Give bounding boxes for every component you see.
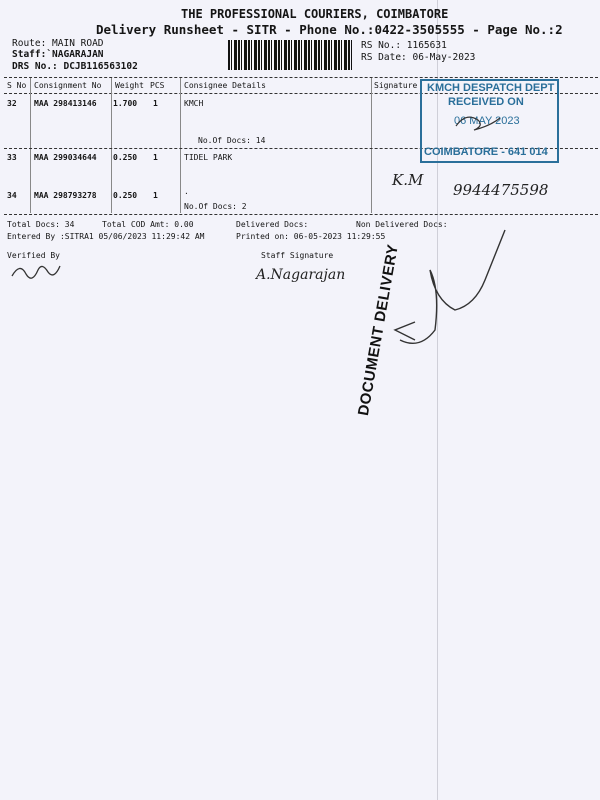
received-stamp: KMCH DESPATCH DEPT RECEIVED ON 06 MAY 20… — [420, 79, 559, 163]
row-pcs: 1 — [153, 191, 158, 200]
col-pcs: PCS — [150, 81, 165, 90]
row-consignment: MAA 299034644 — [34, 153, 97, 162]
row-consignee: TIDEL PARK — [184, 153, 233, 162]
staff-signature-handwritten: A.Nagarajan — [256, 267, 346, 283]
total-docs: Total Docs: 34 — [7, 220, 75, 229]
barcode — [228, 40, 353, 70]
drs-number: DRS No.: DCJB116563102 — [12, 61, 138, 72]
delivered-docs: Delivered Docs: — [236, 220, 309, 229]
row-sno: 34 — [7, 191, 17, 200]
row-pcs: 1 — [153, 99, 158, 108]
row-sno: 33 — [7, 153, 17, 162]
rs-number: RS No.: 1165631 — [361, 40, 447, 51]
route: Route: MAIN ROAD — [12, 38, 104, 49]
scan-fold-line — [437, 0, 438, 800]
staff-signature-label: Staff Signature — [261, 251, 334, 260]
col-consignee: Consignee Details — [184, 81, 266, 90]
total-cod: Total COD Amt: 0.00 — [102, 220, 194, 229]
row-pcs: 1 — [153, 153, 158, 162]
col-sno: S No — [7, 81, 27, 90]
row-docs: No.Of Docs: 14 — [198, 136, 266, 145]
non-delivered-docs: Non Delivered Docs: — [356, 220, 448, 229]
staff: Staff:`NAGARAJAN — [12, 49, 104, 60]
row-docs: No.Of Docs: 2 — [184, 202, 247, 211]
rs-date: RS Date: 06-May-2023 — [361, 52, 476, 63]
col-signature: Signature — [374, 81, 418, 90]
col-consignment: Consignment No — [34, 81, 102, 90]
row-consignment: MAA 298413146 — [34, 99, 97, 108]
receiver-signature — [455, 116, 501, 131]
row-sno: 32 — [7, 99, 17, 108]
row-weight: 0.250 — [113, 191, 138, 200]
stamp-dept: KMCH DESPATCH DEPT — [427, 82, 555, 94]
large-signature — [393, 229, 506, 344]
verified-by: Verified By — [7, 251, 60, 260]
row-weight: 0.250 — [113, 153, 138, 162]
receiver-name-handwritten: K.M — [392, 171, 424, 189]
entered-by: Entered By :SITRA1 05/06/2023 11:29:42 A… — [7, 232, 205, 241]
stamp-city: COIMBATORE - 641 014 — [424, 146, 548, 158]
printed-on: Printed on: 06-05-2023 11:29:55 — [236, 232, 386, 241]
row-consignee: KMCH — [184, 99, 204, 108]
col-weight: Weight — [115, 81, 144, 90]
stamp-date: 06 MAY 2023 — [454, 115, 520, 127]
receiver-phone-handwritten: 9944475598 — [453, 181, 549, 199]
row-consignee: . — [184, 187, 189, 196]
runsheet-subtitle: Delivery Runsheet - SITR - Phone No.:042… — [96, 22, 563, 37]
verifier-signature — [11, 265, 61, 279]
company-title: THE PROFESSIONAL COURIERS, COIMBATORE — [181, 7, 449, 21]
stamp-received: RECEIVED ON — [448, 96, 524, 108]
row-consignment: MAA 298793278 — [34, 191, 97, 200]
signature-scribbles — [11, 116, 506, 344]
row-weight: 1.700 — [113, 99, 138, 108]
